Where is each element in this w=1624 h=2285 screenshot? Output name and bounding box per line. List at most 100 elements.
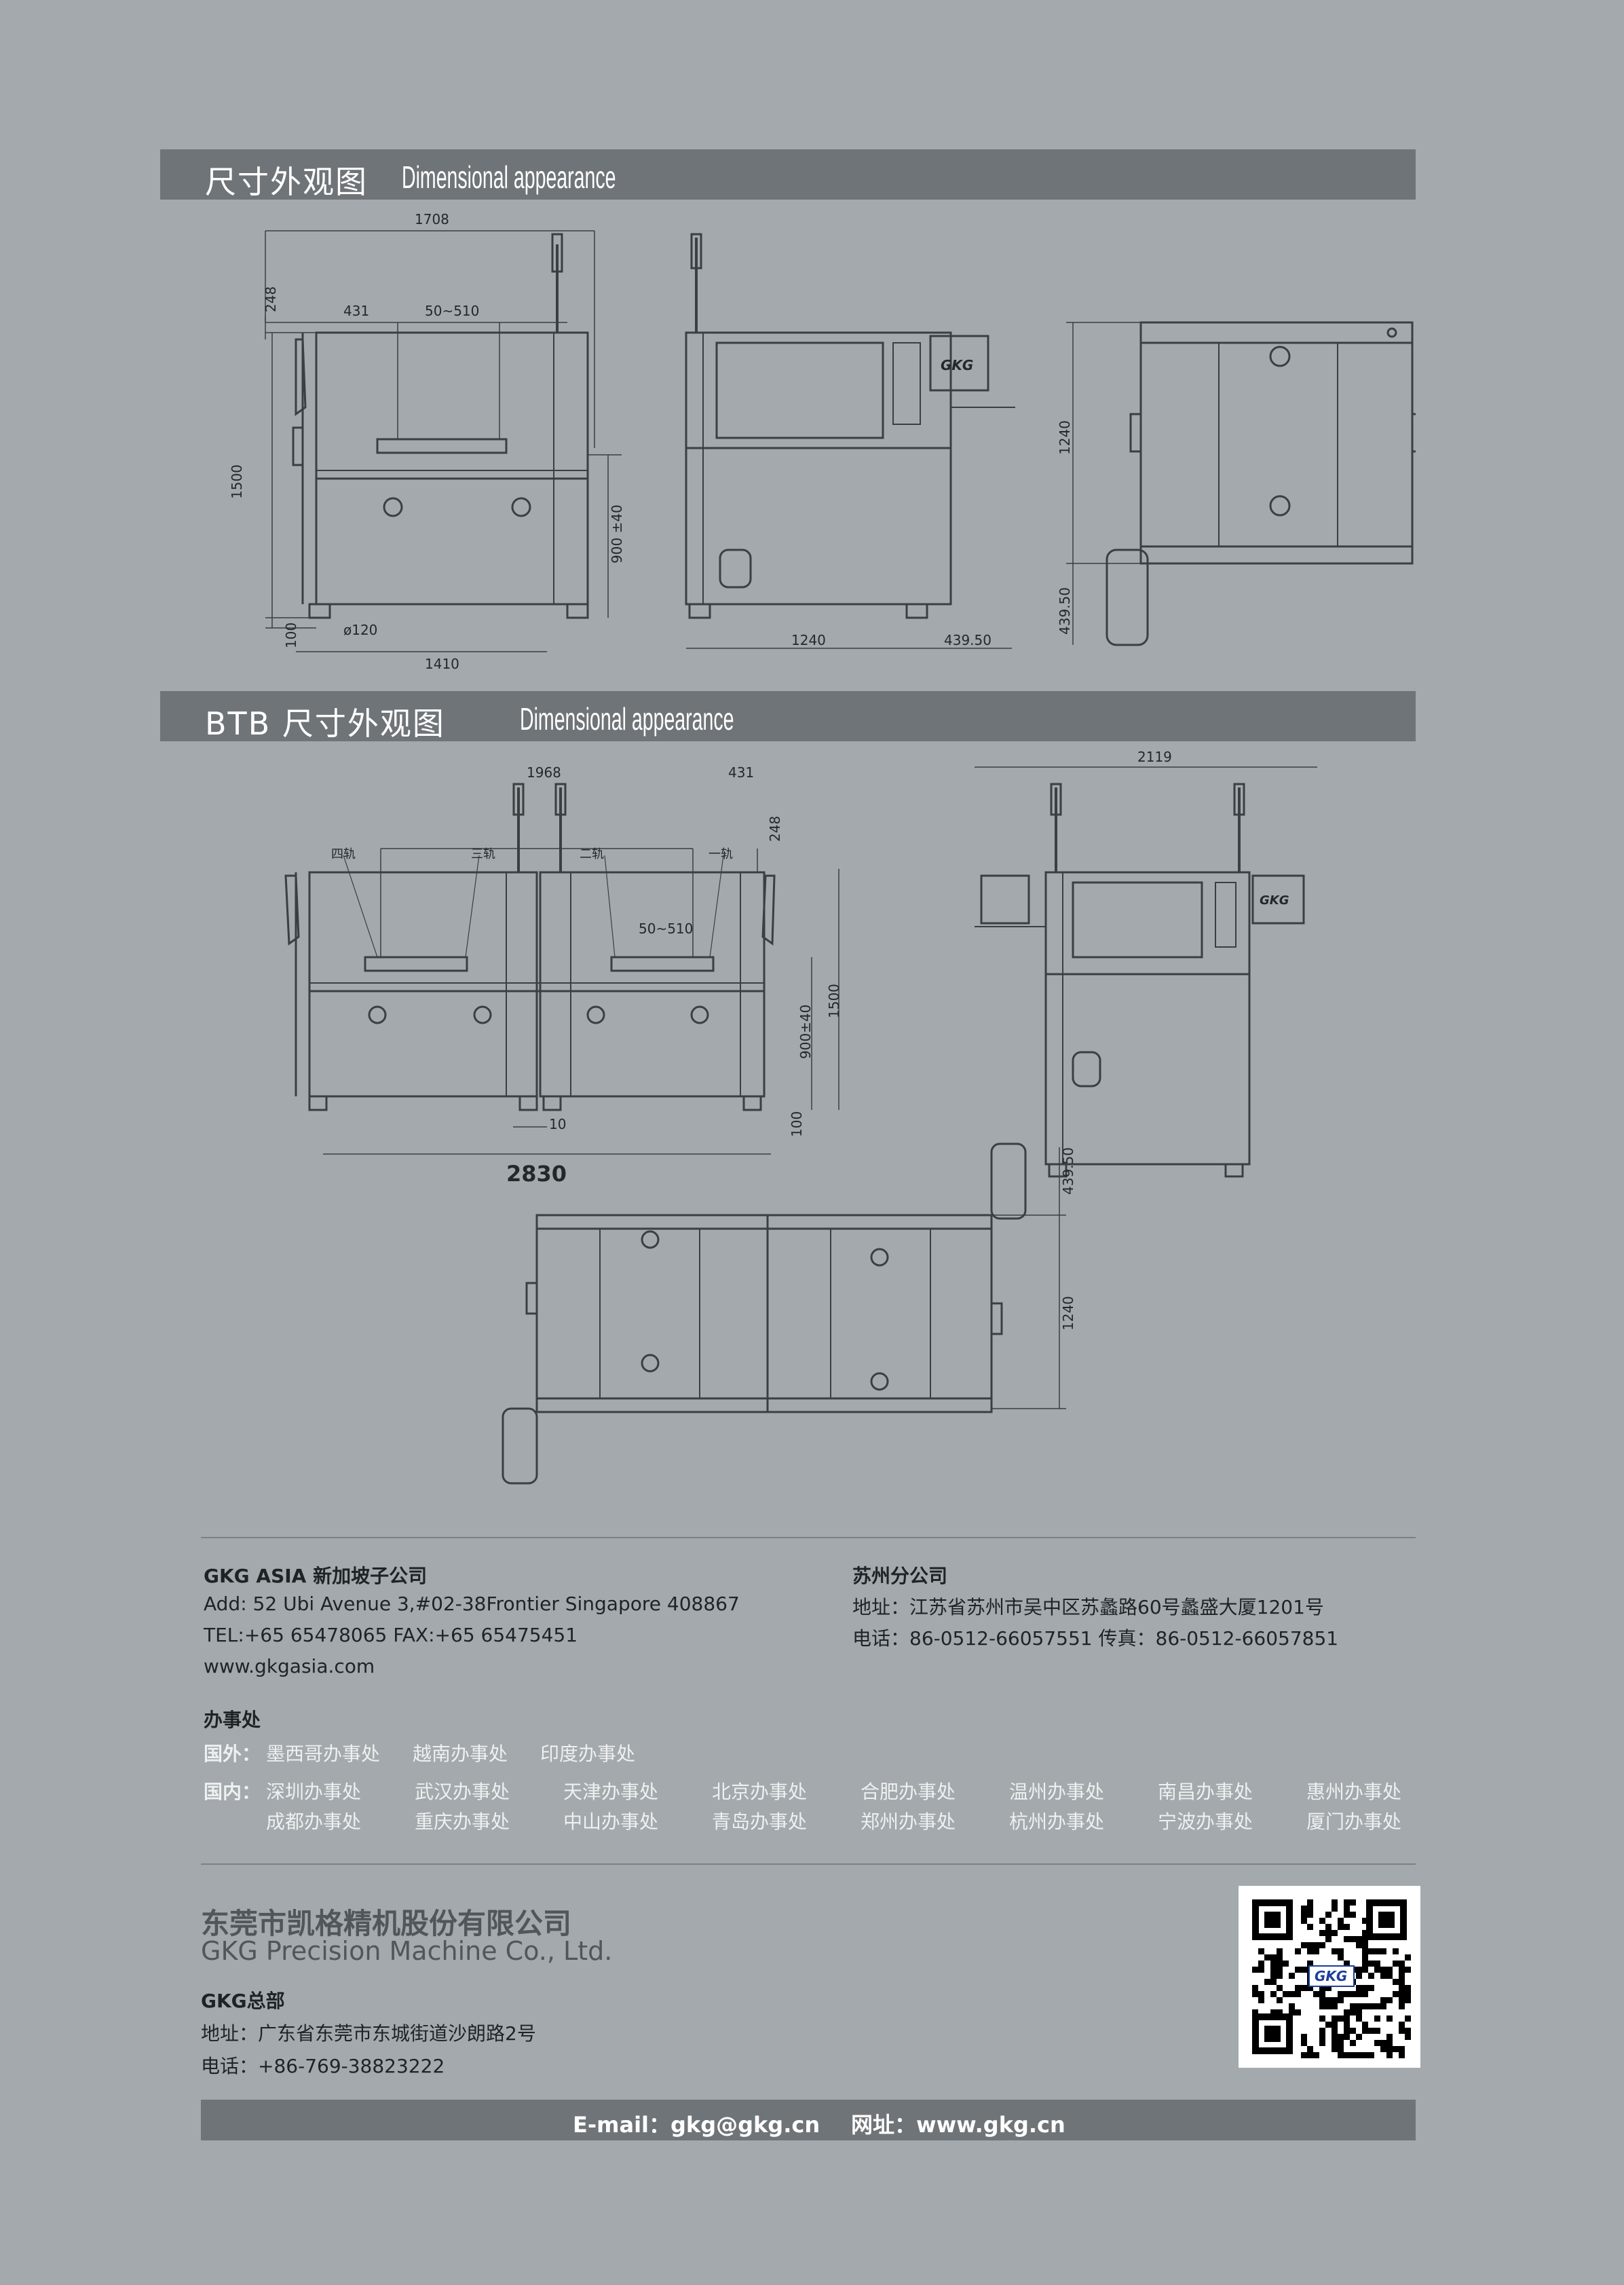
qr-module [1307, 1912, 1313, 1918]
office-dom-2-6: 杭州办事处 [1009, 1810, 1105, 1833]
qr-module [1338, 1948, 1344, 1954]
qr-module [1252, 1985, 1258, 1991]
qr-module [1344, 1961, 1350, 1967]
qr-module [1270, 1954, 1277, 1961]
qr-module [1405, 1991, 1411, 1997]
qr-module [1356, 2034, 1362, 2040]
qr-module [1405, 1985, 1411, 1991]
qr-module [1362, 2028, 1368, 2034]
qr-module [1338, 2040, 1344, 2046]
qr-module [1295, 1991, 1301, 1997]
d1-dim-foot: ø120 [343, 622, 377, 638]
qr-module [1332, 1930, 1338, 1936]
d2-dim-2830: 2830 [506, 1161, 567, 1187]
qr-module [1277, 1961, 1283, 1967]
section2-title-en: Dimensional appearance [520, 701, 734, 737]
qr-module [1295, 1948, 1301, 1954]
qr-module [1301, 1918, 1307, 1924]
d1-dim-side-439: 439.50 [944, 632, 992, 648]
qr-logo: GKG [1315, 1968, 1347, 1984]
section2-header: BTB 尺寸外观图 Dimensional appearance [160, 691, 1416, 742]
qr-module [1332, 2028, 1338, 2034]
qr-module [1289, 2009, 1295, 2015]
qr-module [1307, 1961, 1313, 1967]
qr-module [1277, 1985, 1283, 1991]
qr-module [1380, 1997, 1386, 2003]
d1-top-view: 1240 439.50 [1057, 321, 1416, 646]
qr-module [1295, 1967, 1301, 1973]
qr-module [1338, 2052, 1344, 2058]
qr-module [1386, 1973, 1393, 1979]
qr-module [1356, 1936, 1362, 1942]
d2-side-logo: GKG [1260, 893, 1289, 908]
qr-module [1399, 1961, 1405, 1967]
qr-module [1399, 2003, 1405, 2009]
qr-module [1319, 2028, 1325, 2034]
company-name-en: GKG Precision Machine Co., Ltd. [201, 1936, 613, 1966]
footer-email[interactable]: E-mail：gkg@gkg.cn [573, 2112, 820, 2138]
asia-name: GKG ASIA 新加坡子公司 [204, 1565, 428, 1587]
d1-dim-431: 431 [343, 303, 369, 319]
qr-module [1362, 1967, 1368, 1973]
d2-rail-4: 四轨 [331, 847, 356, 861]
qr-module [1313, 1948, 1319, 1954]
qr-module [1338, 1954, 1344, 1961]
qr-module [1374, 2040, 1380, 2046]
qr-module [1325, 1997, 1332, 2003]
qr-module [1332, 2022, 1338, 2028]
qr-module [1374, 1967, 1380, 1973]
office-dom-1-6: 温州办事处 [1009, 1781, 1105, 1803]
qr-module [1325, 1985, 1332, 1991]
qr-module [1301, 1985, 1307, 1991]
qr-module [1405, 1967, 1411, 1973]
qr-module [1332, 1948, 1338, 1954]
offices-title: 办事处 [204, 1709, 261, 1731]
footer-web[interactable]: 网址：www.gkg.cn [851, 2112, 1065, 2138]
d1-dim-1708: 1708 [415, 211, 449, 227]
asia-web[interactable]: www.gkgasia.com [204, 1655, 375, 1677]
qr-module [1393, 1961, 1399, 1967]
qr-module [1332, 2015, 1338, 2022]
qr-module [1258, 1997, 1264, 2003]
section2-title-zh: BTB 尺寸外观图 [205, 705, 445, 742]
d1-dim-100: 100 [283, 623, 299, 648]
d2-rail-1: 一轨 [709, 847, 733, 861]
qr-module [1350, 2003, 1356, 2009]
qr-module [1344, 2015, 1350, 2022]
qr-module [1258, 1948, 1264, 1954]
qr-module [1386, 2015, 1393, 2022]
qr-module [1325, 1936, 1332, 1942]
asia-tel: TEL:+65 65478065 FAX:+65 65475451 [204, 1624, 578, 1646]
qr-module [1258, 1961, 1264, 1967]
qr-module [1307, 1942, 1313, 1948]
qr-module [1344, 2009, 1350, 2015]
qr-module [1344, 1924, 1350, 1930]
qr-module [1399, 1991, 1405, 1997]
qr-module [1258, 1967, 1264, 1973]
qr-module [1277, 2009, 1283, 2015]
qr-module [1277, 1997, 1283, 2003]
qr-module [1380, 2040, 1386, 2046]
d2-dim-10: 10 [549, 1116, 566, 1132]
qr-module [1356, 2009, 1362, 2015]
office-dom-2-2: 重庆办事处 [415, 1810, 510, 1833]
qr-module [1283, 1991, 1289, 1997]
qr-module [1362, 1930, 1368, 1936]
divider-top [201, 1537, 1416, 1538]
qr-module [1350, 1936, 1356, 1942]
qr-module [1338, 2015, 1344, 2022]
qr-module [1386, 1967, 1393, 1973]
qr-module [1386, 1997, 1393, 2003]
qr-module [1368, 1961, 1374, 1967]
qr-module [1338, 1918, 1344, 1924]
qr-module [1405, 1997, 1411, 2003]
qr-module [1393, 1979, 1399, 1985]
qr-module [1399, 1985, 1405, 1991]
qr-module [1356, 1991, 1362, 1997]
qr-module [1338, 1997, 1344, 2003]
qr-module [1325, 2003, 1332, 2009]
qr-module [1325, 1924, 1332, 1930]
drawing1: 1708 431 50~510 248 1500 900 ±40 100 ø12… [229, 211, 1416, 672]
qr-module [1380, 1948, 1386, 1954]
qr-module [1393, 2046, 1399, 2052]
